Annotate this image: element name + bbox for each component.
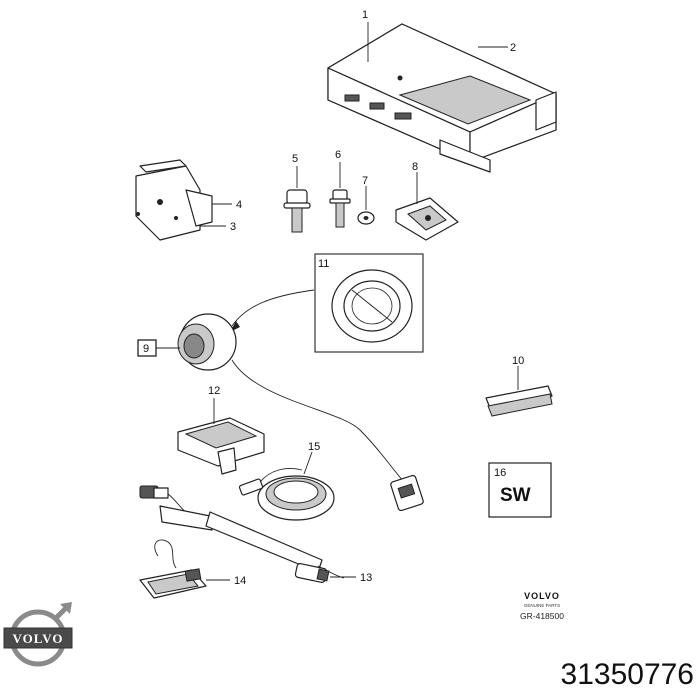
bracket <box>135 159 213 241</box>
sw-label: SW <box>500 485 531 506</box>
switch-connector <box>139 539 207 599</box>
stud <box>329 189 351 228</box>
adhesive-strip <box>485 385 553 417</box>
leader-11-arrow <box>231 289 315 327</box>
callout-8: 8 <box>412 161 418 173</box>
callout-box-11 <box>314 253 424 353</box>
callout-15: 15 <box>308 441 320 453</box>
sw-box <box>488 462 552 518</box>
callout-2: 2 <box>510 42 516 54</box>
callout-12: 12 <box>208 385 220 397</box>
leader-15 <box>303 451 313 475</box>
callout-7: 7 <box>362 175 368 187</box>
speaker <box>238 468 335 521</box>
brand-tagline: GENUINE PARTS <box>524 603 560 608</box>
small-module <box>177 417 265 475</box>
callout-6: 6 <box>335 149 341 161</box>
callout-1: 1 <box>362 9 368 21</box>
gasket <box>331 269 413 343</box>
callout-3: 3 <box>230 221 236 233</box>
callout-11: 11 <box>318 258 329 270</box>
callout-16: 16 <box>494 467 506 479</box>
callout-13: 13 <box>360 572 372 584</box>
sensor-cable <box>231 359 405 483</box>
clip-nut <box>395 197 459 241</box>
control-module <box>327 23 557 173</box>
callout-10: 10 <box>512 355 524 367</box>
callout-14: 14 <box>234 575 246 587</box>
wiring-harness <box>139 485 345 584</box>
volvo-logo-icon: VOLVO <box>3 602 73 667</box>
part-number: 31350776 <box>560 658 694 691</box>
brand-text: VOLVO <box>524 591 560 601</box>
callout-4: 4 <box>236 199 242 211</box>
callout-5: 5 <box>292 153 298 165</box>
callout-9: 9 <box>143 343 149 355</box>
cable-connector <box>390 474 424 512</box>
logo-text: VOLVO <box>13 631 64 646</box>
sensor-unit <box>177 313 237 371</box>
bolt <box>283 189 311 233</box>
washer <box>357 211 375 225</box>
diagram-code: GR-418500 <box>520 611 564 621</box>
